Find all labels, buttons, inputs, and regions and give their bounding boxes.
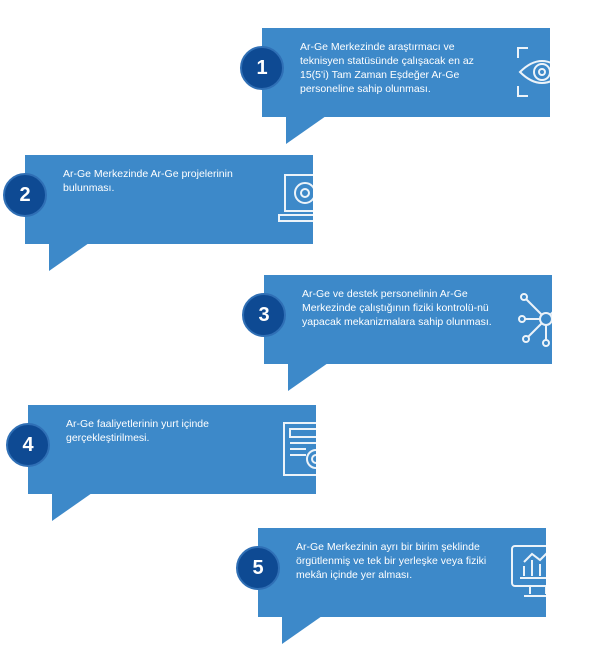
step-number: 1 [240, 46, 284, 90]
requirement-card-4: 4 Ar-Ge faaliyetlerinin yurt içinde gerç… [6, 405, 326, 521]
eye-scan-icon [517, 47, 567, 97]
requirement-text: Ar-Ge Merkezinde araştırmacı ve teknisye… [300, 41, 474, 95]
requirement-card-3: 3 Ar-Ge ve destek personelinin Ar-Ge Mer… [242, 275, 570, 391]
requirement-text: Ar-Ge Merkezinde Ar-Ge projelerinin bulu… [63, 168, 233, 194]
requirement-text: Ar-Ge ve destek personelinin Ar-Ge Merke… [302, 288, 492, 328]
network-nodes-icon [518, 293, 570, 347]
requirement-card-2: 2 Ar-Ge Merkezinde Ar-Ge projelerinin bu… [3, 155, 332, 271]
step-number: 2 [3, 173, 47, 217]
requirement-text: Ar-Ge Merkezinin ayrı bir birim şeklinde… [296, 541, 487, 581]
requirement-card-5: 5 Ar-Ge Merkezinin ayrı bir birim şeklin… [236, 528, 565, 644]
requirement-text: Ar-Ge faaliyetlerinin yurt içinde gerçek… [66, 418, 209, 444]
requirement-card-1: 1 Ar-Ge Merkezinde araştırmacı ve teknis… [240, 28, 567, 144]
step-number: 4 [6, 423, 50, 467]
step-number: 5 [236, 546, 280, 590]
monitor-chart-icon [511, 545, 565, 597]
document-icon [283, 422, 326, 476]
laptop-camera-icon [278, 174, 332, 222]
step-number: 3 [242, 293, 286, 337]
